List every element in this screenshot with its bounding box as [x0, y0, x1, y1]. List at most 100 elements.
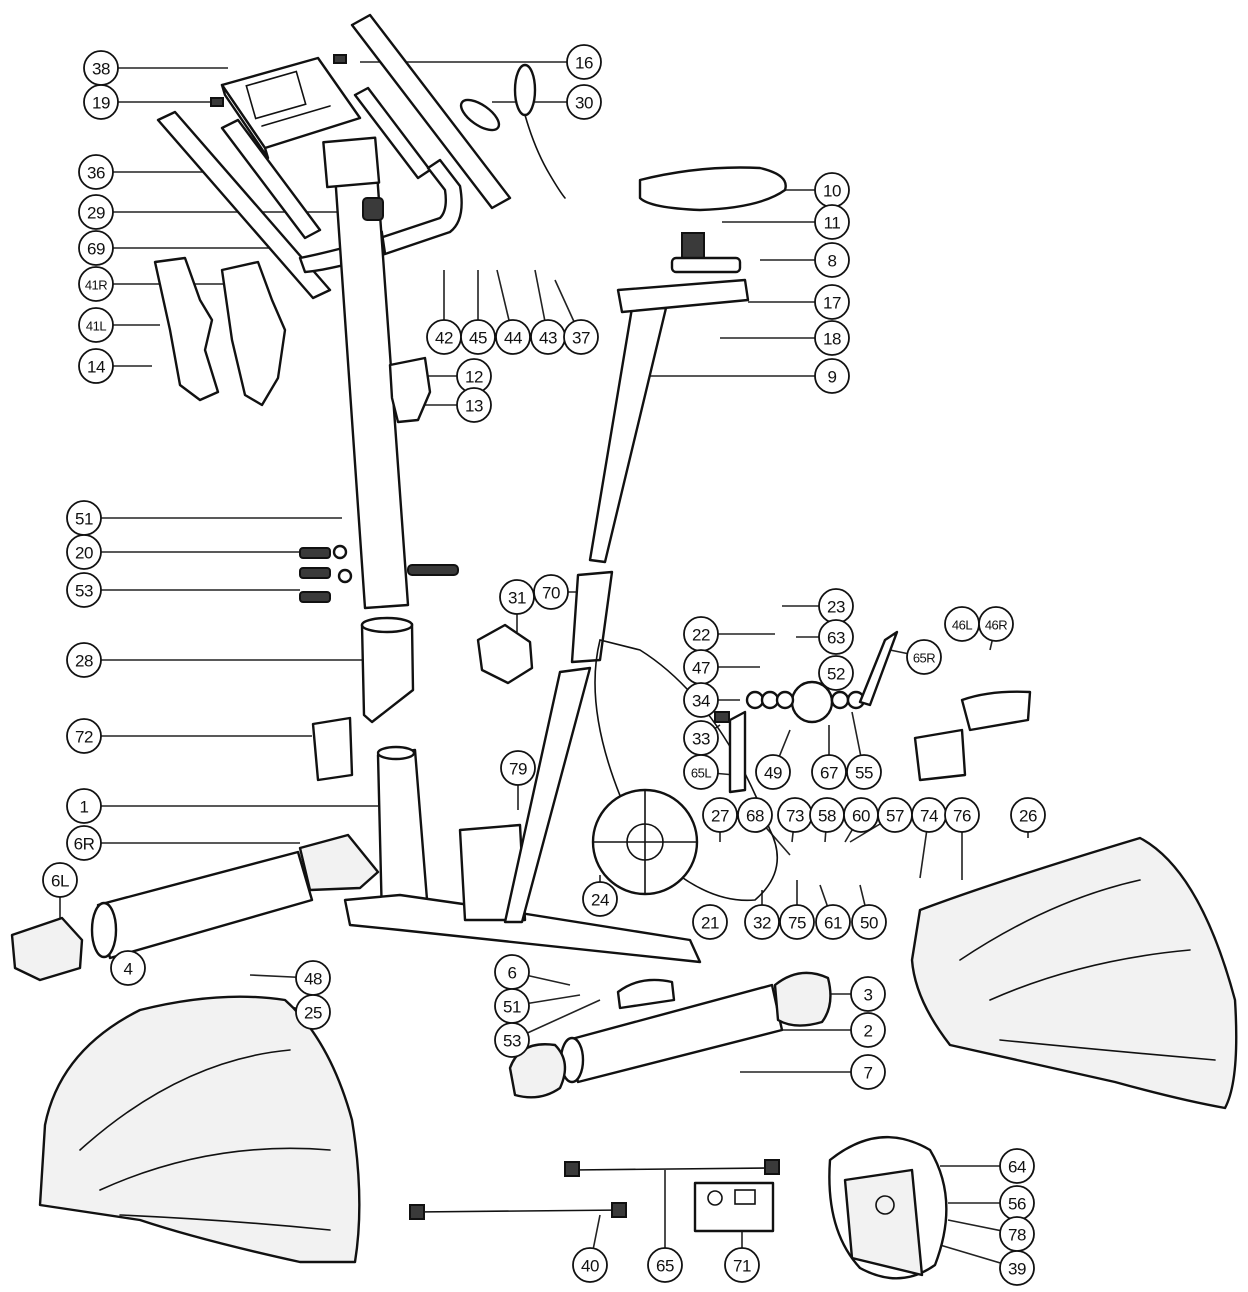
- callout-circle: [647, 1247, 683, 1283]
- mast-bolts: [299, 544, 459, 603]
- callout-circle: [572, 1247, 608, 1283]
- callout-number: 41L: [86, 319, 106, 334]
- callout-number: 63: [827, 629, 845, 648]
- callout-circle: [850, 976, 886, 1012]
- circuit-board: [693, 1181, 775, 1233]
- handlebar-grip-left: [156, 110, 332, 300]
- part-callout: 25: [295, 994, 331, 1030]
- part-callout: 47: [683, 649, 719, 685]
- callout-number: 58: [818, 807, 836, 826]
- part-callout: 53: [494, 1022, 530, 1058]
- callout-circle: [582, 881, 618, 917]
- callout-number: 60: [852, 807, 870, 826]
- part-callout: 13: [456, 387, 492, 423]
- part-callout: 19: [83, 84, 119, 120]
- part-callout: 41R: [78, 266, 114, 302]
- callout-number: 52: [827, 665, 845, 684]
- part-callout: 57: [877, 797, 913, 833]
- callout-number: 9: [828, 368, 837, 387]
- callout-circle: [1010, 797, 1046, 833]
- callout-number: 76: [953, 807, 971, 826]
- part-callout: 63: [818, 619, 854, 655]
- callout-circle: [110, 950, 146, 986]
- part-callout: 75: [779, 904, 815, 940]
- right-shroud: [910, 836, 1238, 1110]
- part-callout: 46L: [944, 606, 980, 642]
- part-callout: 27: [702, 797, 738, 833]
- part-callout: 32: [744, 904, 780, 940]
- callout-circle: [851, 904, 887, 940]
- callout-number: 75: [788, 914, 806, 933]
- main-frame-base: [343, 893, 702, 964]
- part-callout: 43: [530, 319, 566, 355]
- callout-circle: [811, 754, 847, 790]
- callout-number: 56: [1008, 1195, 1026, 1214]
- callout-number: 74: [920, 807, 938, 826]
- callout-number: 6: [508, 964, 517, 983]
- callout-circle: [850, 1012, 886, 1048]
- part-callout: 71: [724, 1247, 760, 1283]
- callout-number: 65L: [691, 766, 711, 781]
- callout-number: 19: [92, 94, 110, 113]
- left-shroud: [38, 995, 361, 1264]
- callout-circle: [78, 194, 114, 230]
- bushing: [311, 716, 354, 782]
- callout-circle: [944, 797, 980, 833]
- callout-number: 13: [465, 397, 483, 416]
- callout-circle: [494, 1022, 530, 1058]
- callout-circle: [850, 1054, 886, 1090]
- callout-circle: [66, 572, 102, 608]
- bike-parts: [10, 13, 1238, 1280]
- part-callout: 23: [818, 588, 854, 624]
- callout-circle: [906, 639, 942, 675]
- part-callout: 69: [78, 230, 114, 266]
- callout-number: 45: [469, 329, 487, 348]
- part-callout: 51: [494, 988, 530, 1024]
- callout-circle: [818, 655, 854, 691]
- callout-number: 3: [864, 986, 873, 1005]
- pedal-right: [960, 690, 1032, 732]
- callout-number: 29: [87, 204, 105, 223]
- callout-number: 79: [509, 760, 527, 779]
- part-callout: 18: [814, 320, 850, 356]
- callout-number: 36: [87, 164, 105, 183]
- saddle: [638, 166, 787, 212]
- cable-40: [414, 1209, 626, 1213]
- callout-number: 46R: [985, 618, 1007, 633]
- part-callout: 26: [1010, 797, 1046, 833]
- part-callout: 60: [843, 797, 879, 833]
- callout-circle: [78, 307, 114, 343]
- part-callout: 44: [495, 319, 531, 355]
- part-callout: 65R: [906, 639, 942, 675]
- frame-seat-tube: [503, 666, 592, 924]
- callout-number: 46L: [952, 618, 972, 633]
- part-callout: 67: [811, 754, 847, 790]
- callout-number: 4: [124, 960, 133, 979]
- part-callout: 12: [456, 358, 492, 394]
- callout-number: 78: [1008, 1226, 1026, 1245]
- callout-number: 38: [92, 60, 110, 79]
- callout-number: 64: [1008, 1158, 1026, 1177]
- part-callout: 24: [582, 881, 618, 917]
- part-callout: 14: [78, 348, 114, 384]
- callout-number: 10: [823, 182, 841, 201]
- part-callout: 17: [814, 284, 850, 320]
- callout-number: 70: [542, 584, 560, 603]
- part-callout: 30: [566, 84, 602, 120]
- callout-number: 71: [733, 1257, 751, 1276]
- callout-number: 26: [1019, 807, 1037, 826]
- part-callout: 3: [850, 976, 886, 1012]
- shroud-left-half: [153, 256, 220, 402]
- part-callout: 10: [814, 172, 850, 208]
- callout-number: 47: [692, 659, 710, 678]
- leader-lines: [59, 61, 1029, 1269]
- callout-circle: [66, 788, 102, 824]
- part-callout: 61: [815, 904, 851, 940]
- part-callout: 6L: [42, 862, 78, 898]
- part-callout: 58: [809, 797, 845, 833]
- part-callout: 64: [999, 1148, 1035, 1184]
- callout-number: 40: [581, 1257, 599, 1276]
- callout-number: 61: [824, 914, 842, 933]
- callout-number: 25: [304, 1004, 322, 1023]
- callout-circle: [814, 320, 850, 356]
